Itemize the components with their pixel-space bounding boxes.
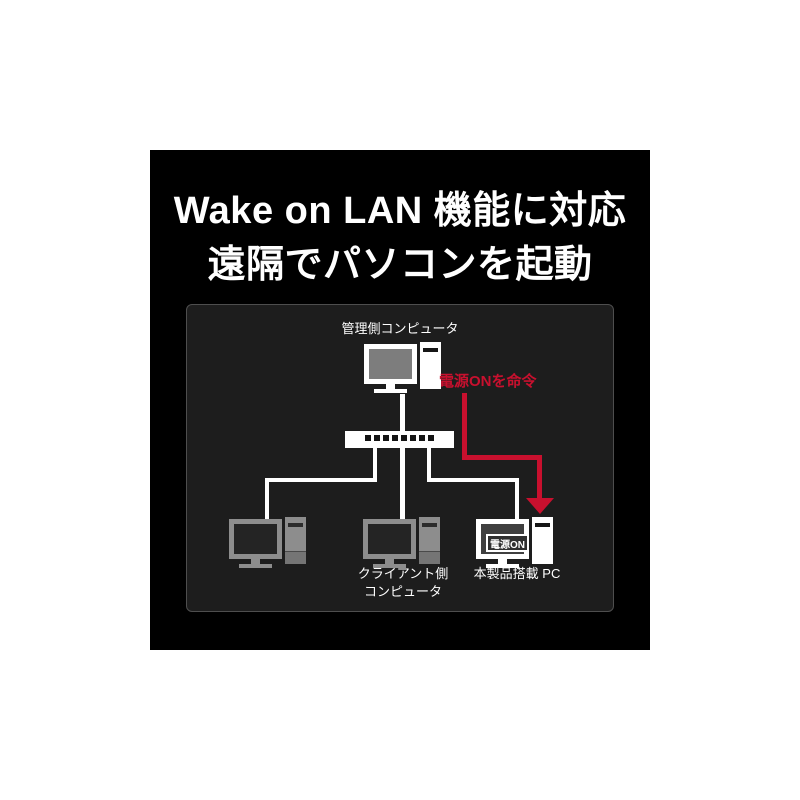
cable-switch-stub-left [373, 448, 377, 482]
product-pc-icon: 電源ON [476, 517, 554, 569]
monitor-stand-icon [251, 559, 260, 564]
power-command-label: 電源ONを命令 [439, 373, 537, 390]
power-on-badge: 電源ON [486, 534, 529, 552]
tower-icon [532, 517, 553, 564]
monitor-stand-icon [386, 384, 395, 389]
monitor-base-icon [486, 564, 519, 568]
switch-port-icon [383, 435, 389, 441]
tower-lower-panel [285, 551, 306, 564]
switch-port-icon [392, 435, 398, 441]
headline-line-2: 遠隔でパソコンを起動 [207, 244, 593, 286]
cable-drop-product-pc [515, 478, 519, 519]
monitor-icon [364, 344, 417, 384]
tower-drive-icon [288, 523, 303, 527]
switch-port-icon [374, 435, 380, 441]
tower-lower-panel [419, 551, 440, 564]
monitor-icon [363, 519, 416, 559]
switch-port-icon [419, 435, 425, 441]
power-command-line [537, 455, 542, 499]
tower-drive-icon [422, 523, 437, 527]
cable-drop-client1 [265, 478, 269, 519]
tower-icon [419, 517, 440, 564]
switch-port-icon [428, 435, 434, 441]
monitor-base-icon [373, 564, 406, 568]
cable-branch-right [427, 478, 519, 482]
monitor-base-icon [239, 564, 272, 568]
monitor-stand-icon [385, 559, 394, 564]
product-pc-label: 本製品搭載 PC [473, 566, 561, 581]
tower-drive-icon [535, 523, 550, 527]
headline-line-1: Wake on LAN 機能に対応 [173, 190, 627, 232]
client-label-line-2: コンピュータ [363, 584, 442, 599]
client-pc-icon-1 [229, 517, 307, 569]
monitor-icon: 電源ON [476, 519, 529, 559]
tower-icon [285, 517, 306, 564]
client-pc-icon-2 [363, 517, 441, 569]
monitor-icon [229, 519, 282, 559]
admin-pc-icon [364, 342, 442, 394]
network-diagram-panel: 管理側コンピュータ [186, 304, 614, 612]
cable-switch-stub-right [427, 448, 431, 482]
tower-icon [420, 342, 441, 389]
cable-admin-to-switch [400, 394, 405, 432]
switch-port-icon [401, 435, 407, 441]
switch-port-icon [410, 435, 416, 441]
tower-drive-icon [423, 348, 438, 352]
power-command-line [462, 455, 542, 460]
headline: Wake on LAN 機能に対応 遠隔でパソコンを起動 [150, 184, 650, 292]
network-switch-icon [345, 431, 454, 448]
black-card: Wake on LAN 機能に対応 遠隔でパソコンを起動 管理側コンピュータ [150, 150, 650, 650]
monitor-base-icon [374, 389, 407, 393]
power-command-arrowhead-icon [526, 498, 554, 514]
cable-branch-left [265, 478, 377, 482]
admin-computer-label: 管理側コンピュータ [341, 321, 459, 336]
client-label-line-1: クライアント側 [357, 566, 449, 581]
client-computers-label: クライアント側 コンピュータ [338, 565, 468, 601]
switch-port-icon [365, 435, 371, 441]
cable-switch-to-client2 [400, 448, 405, 519]
power-command-line [462, 393, 467, 460]
monitor-stand-icon [498, 559, 507, 564]
